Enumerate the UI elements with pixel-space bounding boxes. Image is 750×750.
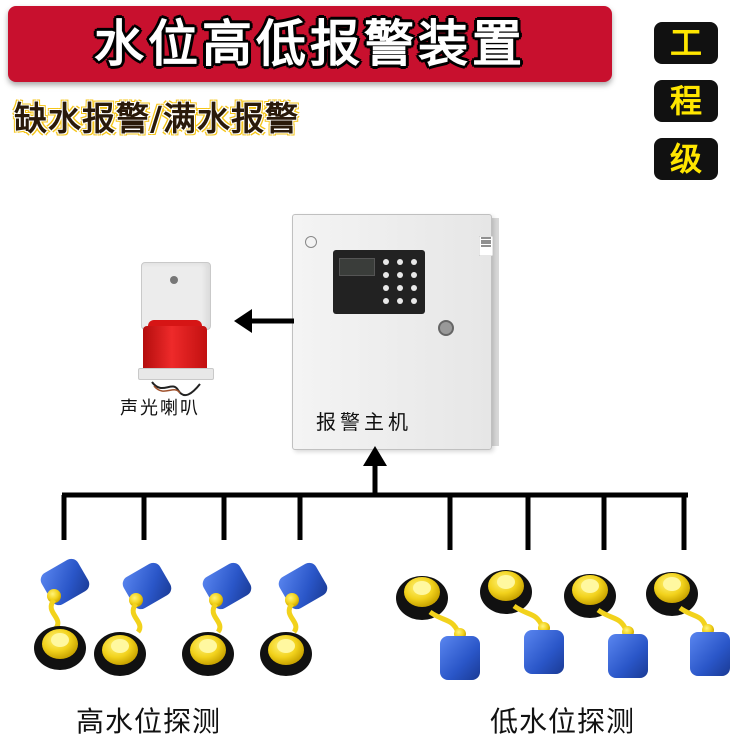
page-title: 水位高低报警装置 [94, 15, 526, 73]
grade-badge-2: 程 [654, 80, 718, 122]
low-float-switch-1 [396, 576, 480, 680]
grade-badge-1: 工 [654, 22, 718, 64]
high-level-detection-label: 高水位探测 [76, 705, 222, 738]
keypad-icon [383, 259, 417, 304]
siren-wire-icon [151, 381, 201, 397]
sensor-bus [61, 492, 688, 550]
high-float-switch-4 [260, 562, 328, 676]
siren-red-light [143, 326, 207, 370]
host-display [339, 258, 375, 276]
siren-light-top [148, 320, 202, 330]
subtitle: 缺水报警/满水报警 [14, 99, 300, 138]
host-logo-icon [305, 236, 317, 248]
siren-speaker-hole [170, 276, 178, 284]
low-float-switch-4 [646, 572, 730, 676]
lock-icon [438, 320, 454, 336]
low-level-detection-label: 低水位探测 [490, 705, 636, 738]
arrow-to-host [363, 446, 387, 494]
arrow-to-siren [234, 309, 294, 333]
title-banner: 水位高低报警装置 [8, 6, 612, 82]
low-float-switch-3 [564, 574, 648, 678]
grade-badge-3: 级 [654, 138, 718, 180]
low-float-switch-2 [480, 570, 564, 674]
siren-label: 声光喇叭 [120, 398, 200, 419]
siren-base [138, 368, 214, 380]
siren-icon [141, 262, 211, 330]
high-float-switch-2 [94, 562, 172, 676]
high-float-switch-1 [34, 558, 90, 670]
barcode-icon [479, 236, 493, 256]
high-float-switch-3 [182, 562, 252, 676]
host-label: 报警主机 [316, 410, 412, 434]
